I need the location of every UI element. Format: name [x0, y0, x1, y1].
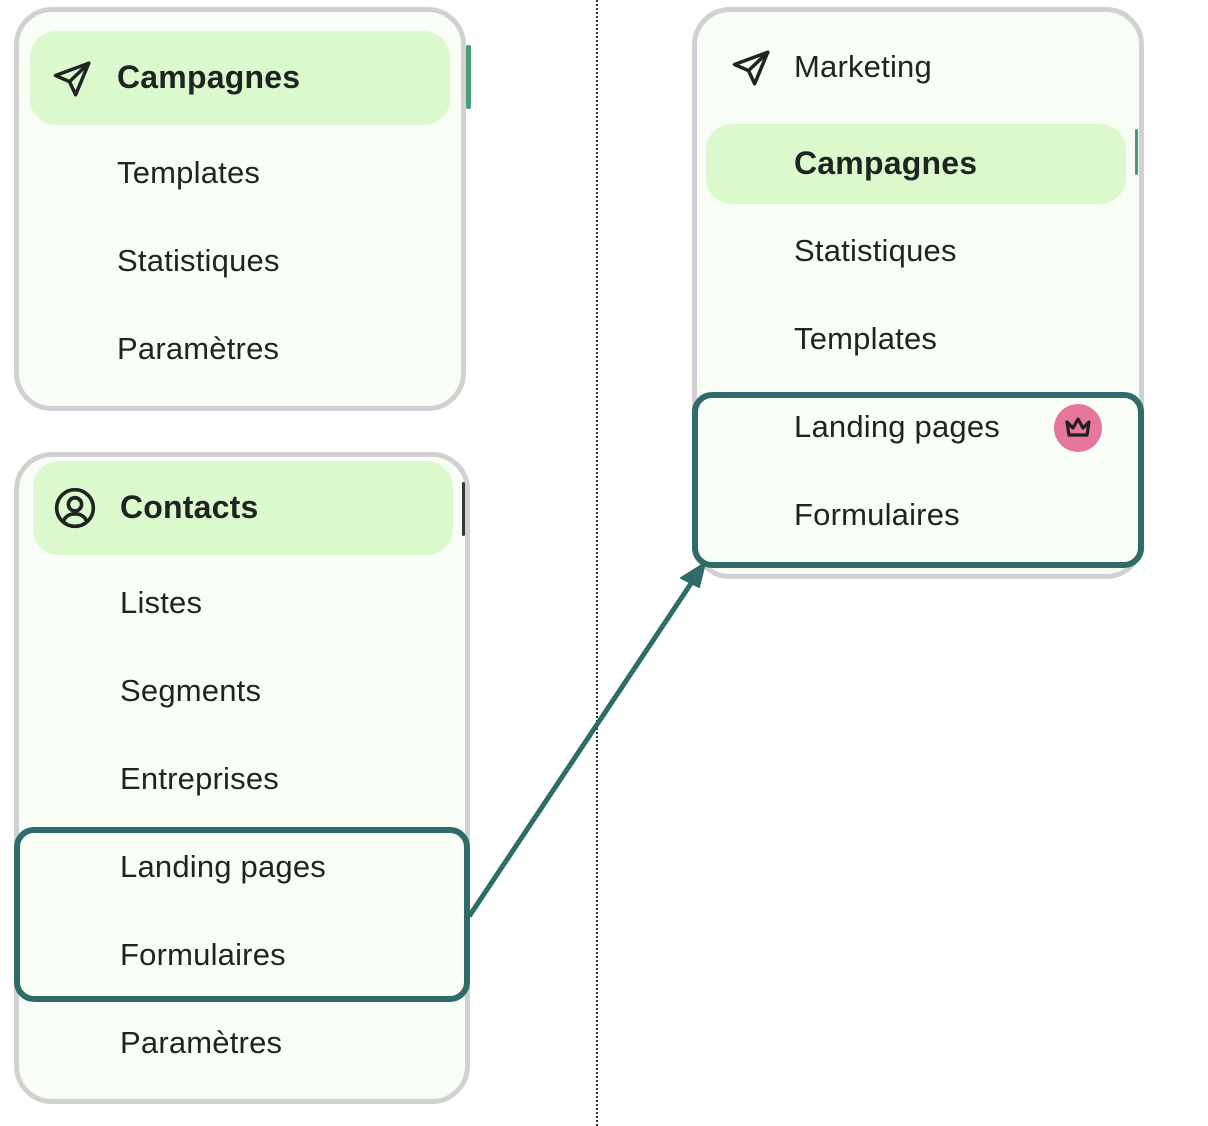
menu-item-parametres[interactable]: Paramètres [120, 1025, 283, 1060]
send-icon [53, 61, 91, 97]
menu-item-statistiques[interactable]: Statistiques [794, 233, 957, 268]
moved-items-highlight [692, 392, 1144, 568]
campaigns-active-item[interactable] [706, 124, 1126, 204]
premium-badge [1054, 404, 1102, 452]
send-icon [732, 50, 770, 86]
active-indicator [1135, 129, 1138, 175]
menu-item-listes[interactable]: Listes [120, 585, 203, 620]
contacts-menu-card [14, 452, 470, 1104]
menu-item-templates[interactable]: Templates [794, 321, 938, 356]
menu-item-landing-pages[interactable]: Landing pages [794, 409, 1001, 444]
user-circle-icon [54, 487, 96, 529]
active-indicator [466, 45, 471, 109]
marketing-menu-card [692, 7, 1144, 579]
menu-item-entreprises[interactable]: Entreprises [120, 761, 279, 796]
menu-item-formulaires[interactable]: Formulaires [120, 937, 286, 972]
menu-item-templates[interactable]: Templates [117, 155, 261, 190]
campaigns-header-item[interactable] [30, 31, 450, 125]
menu-item-segments[interactable]: Segments [120, 673, 262, 708]
column-divider [596, 0, 598, 1126]
menu-item-statistiques[interactable]: Statistiques [117, 243, 280, 278]
crown-icon [1065, 417, 1091, 437]
menu-item-landing-pages[interactable]: Landing pages [120, 849, 327, 884]
active-indicator [462, 482, 465, 536]
campaigns-header-label: Campagnes [117, 59, 301, 95]
menu-item-formulaires[interactable]: Formulaires [794, 497, 960, 532]
moved-items-highlight [14, 827, 470, 1002]
contacts-header-label: Contacts [120, 489, 259, 525]
contacts-header-item[interactable] [33, 461, 453, 555]
marketing-header-label[interactable]: Marketing [794, 49, 932, 84]
menu-item-parametres[interactable]: Paramètres [117, 331, 280, 366]
menu-item-campagnes: Campagnes [794, 145, 978, 181]
